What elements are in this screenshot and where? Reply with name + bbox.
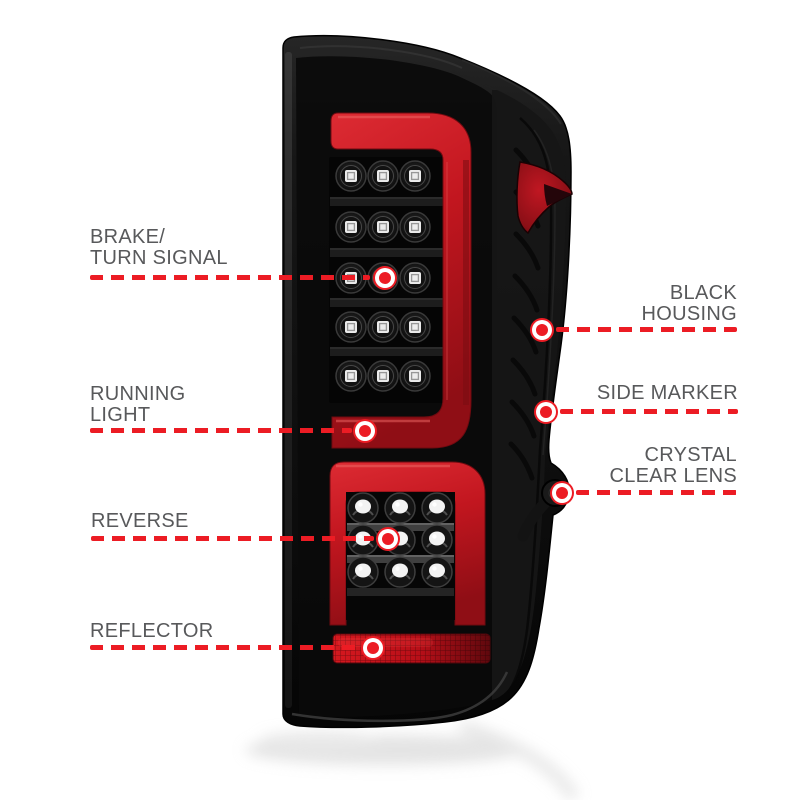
side-marker-lens xyxy=(516,161,573,235)
led-light-bar xyxy=(330,112,472,449)
callout-dot-side-marker xyxy=(540,406,552,418)
callout-dot-crystal-clear-lens xyxy=(556,487,568,499)
callout-label-side-marker: SIDE MARKER xyxy=(596,382,738,404)
callout-line-side-marker xyxy=(560,409,738,414)
callout-line-crystal-clear-lens xyxy=(576,490,737,495)
callout-label-crystal-clear-lens: CRYSTAL CLEAR LENS xyxy=(609,444,737,487)
reflection-shadow xyxy=(245,720,580,800)
callout-label-reflector: REFLECTOR xyxy=(90,620,214,642)
callout-line-black-housing xyxy=(556,327,737,332)
lens-stud xyxy=(517,479,569,542)
callout-dot-reflector xyxy=(367,642,379,654)
callout-line-brake-turn-signal xyxy=(90,275,370,280)
callout-dot-reverse xyxy=(382,533,394,545)
reflector-strip xyxy=(332,633,491,664)
left-bezel-highlight xyxy=(285,52,292,708)
callout-label-running-light: RUNNING LIGHT xyxy=(90,383,186,426)
callout-label-black-housing: BLACK HOUSING xyxy=(641,282,737,325)
callout-dot-brake-turn-signal xyxy=(379,272,391,284)
callout-label-reverse: REVERSE xyxy=(91,510,189,532)
reverse-led-grid xyxy=(346,492,455,620)
callout-line-reflector xyxy=(90,645,359,650)
callout-line-reverse xyxy=(91,536,374,541)
callout-dot-running-light xyxy=(359,425,371,437)
callout-dot-black-housing xyxy=(536,324,548,336)
bottom-lip-highlight xyxy=(291,671,509,723)
callout-label-brake-turn-signal: BRAKE/ TURN SIGNAL xyxy=(90,226,228,269)
callout-line-running-light xyxy=(90,428,352,433)
